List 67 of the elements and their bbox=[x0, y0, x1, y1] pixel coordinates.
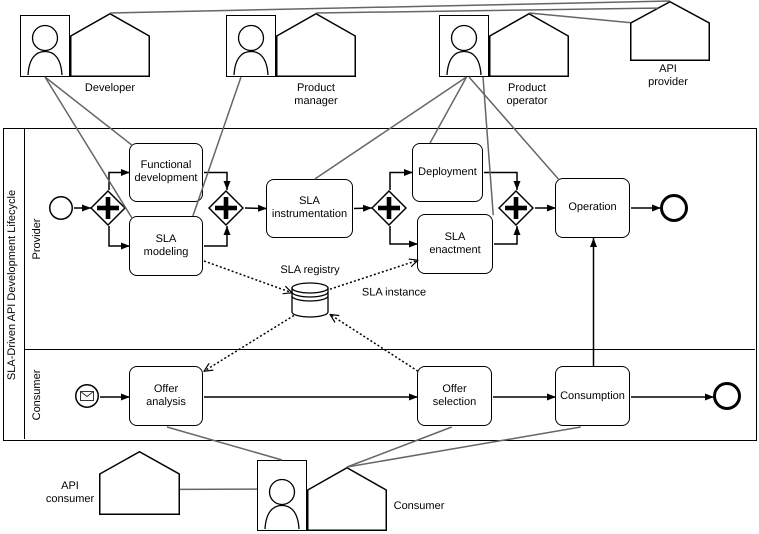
actor-box bbox=[20, 15, 70, 77]
role-label: Product manager bbox=[294, 82, 338, 108]
pool-frame bbox=[3, 128, 757, 441]
sequence-flow-arrow bbox=[244, 204, 268, 212]
sequence-flow-arrow bbox=[204, 172, 230, 190]
task-label: Offer analysis bbox=[146, 383, 186, 409]
association-line bbox=[468, 76, 560, 180]
actor-box bbox=[257, 460, 307, 531]
task-label: Functional development bbox=[134, 159, 198, 185]
association-line bbox=[429, 76, 468, 144]
sequence-flow-arrow bbox=[631, 204, 661, 212]
lane-label: Provider bbox=[31, 218, 44, 260]
sequence-flow-arrow bbox=[204, 226, 230, 247]
task-box bbox=[129, 216, 203, 276]
task-box bbox=[417, 214, 493, 274]
swimlane bbox=[24, 349, 755, 439]
task-label: SLA instrumentation bbox=[272, 195, 348, 221]
role-label: Product operator bbox=[506, 82, 548, 108]
sequence-flow-arrow bbox=[389, 226, 418, 248]
task-label: Operation bbox=[568, 201, 617, 214]
role-label: Consumer bbox=[394, 500, 444, 513]
sequence-flow-arrow bbox=[590, 238, 597, 367]
association-line bbox=[346, 426, 452, 468]
sequence-flow-arrow bbox=[493, 394, 556, 400]
sequence-flow-arrow bbox=[494, 226, 520, 245]
association-line bbox=[180, 488, 257, 490]
sequence-flow-arrow bbox=[204, 394, 418, 400]
sequence-flow-arrow bbox=[631, 394, 714, 400]
task-box bbox=[129, 366, 203, 426]
sequence-flow-arrow bbox=[354, 204, 372, 212]
task-box bbox=[555, 366, 630, 426]
data-association-arrow bbox=[329, 314, 418, 372]
data-association-arrow bbox=[203, 314, 294, 372]
task-label: Consumption bbox=[560, 390, 625, 402]
task-box bbox=[412, 142, 483, 202]
task-box bbox=[266, 178, 353, 238]
sequence-flow-arrow bbox=[100, 394, 130, 400]
task-box bbox=[129, 142, 203, 202]
data-association-arrow bbox=[330, 258, 419, 290]
sequence-flow-arrow bbox=[108, 226, 130, 250]
association-line bbox=[110, 0, 670, 14]
sequence-flow-arrow bbox=[389, 169, 413, 190]
pool-label: SLA-Driven API Development Lifecycle bbox=[6, 189, 19, 380]
task-box bbox=[417, 366, 492, 426]
role-label: Developer bbox=[84, 82, 136, 95]
task-label: Deployment bbox=[418, 166, 477, 178]
data-association-arrow bbox=[204, 260, 293, 294]
association-line bbox=[482, 76, 494, 216]
data-store-label: SLA registry bbox=[280, 264, 340, 276]
role-label: API provider bbox=[648, 63, 688, 89]
sequence-flow-arrow bbox=[74, 204, 91, 212]
task-label: SLA enactment bbox=[429, 230, 481, 256]
actor-box bbox=[439, 15, 489, 77]
actor-box bbox=[226, 15, 276, 77]
association-line bbox=[316, 7, 658, 14]
sequence-flow-arrow bbox=[108, 169, 130, 190]
association-line bbox=[528, 12, 630, 24]
task-label: Offer selection bbox=[432, 383, 476, 409]
lane-label: Consumer bbox=[31, 369, 44, 420]
association-line bbox=[192, 76, 242, 216]
association-line bbox=[314, 76, 467, 180]
association-line bbox=[44, 76, 133, 146]
role-label: API consumer bbox=[46, 480, 94, 506]
task-label: SLA modeling bbox=[144, 232, 188, 258]
sequence-flow-arrow bbox=[484, 172, 520, 190]
task-box bbox=[555, 178, 630, 238]
sequence-flow-arrow bbox=[535, 204, 556, 212]
